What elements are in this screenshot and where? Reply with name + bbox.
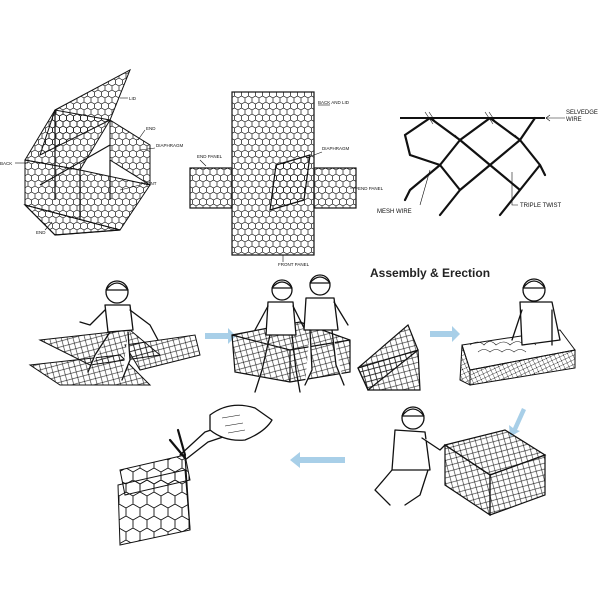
label-panel-diaphragm: DIAPHRAGM <box>322 146 350 151</box>
step-unfold-mesh <box>28 280 201 386</box>
label-end-panel-left: END PANEL <box>197 154 223 159</box>
label-end-panel-right: END PANEL <box>358 186 384 191</box>
step-fill-stones <box>459 278 576 386</box>
label-diaphragm: DIAPHRAGM <box>156 143 184 148</box>
label-front-panel: FRONT PANEL <box>278 262 310 267</box>
mesh-wire-net <box>403 116 547 217</box>
panel-end-right <box>313 167 357 209</box>
step-folded-panel <box>357 323 421 391</box>
label-mesh-wire: MESH WIRE <box>377 209 412 215</box>
label-end-bottom: END <box>36 230 46 235</box>
box-end-right <box>109 119 151 186</box>
label-front: FRONT <box>141 181 157 186</box>
step-pliers-tying <box>117 404 273 546</box>
arrow-step-2 <box>430 326 460 342</box>
step-lift-box <box>231 274 351 393</box>
label-end-top: END <box>146 126 156 131</box>
panel-end-left <box>189 167 233 209</box>
label-triple-twist: TRIPLE TWIST <box>520 203 562 209</box>
arrow-step-1 <box>205 328 236 344</box>
step-tie-lid <box>374 406 547 517</box>
label-lid: LID <box>129 96 137 101</box>
label-back: BACK <box>0 161 12 166</box>
arrow-step-3 <box>509 408 526 437</box>
gabion-box-diagram: LID END DIAPHRAGM BACK FRONT END <box>0 68 184 236</box>
panel-diaphragm <box>269 154 311 211</box>
box-back <box>24 109 111 171</box>
label-back-and-lid: BACK AND LID <box>318 100 350 105</box>
assembly-title: Assembly & Erection <box>370 266 490 280</box>
box-front <box>24 159 151 231</box>
arrow-step-4 <box>290 452 345 468</box>
unfolded-panel-diagram: BACK AND LID DIAPHRAGM END PANEL END PAN… <box>189 91 384 267</box>
